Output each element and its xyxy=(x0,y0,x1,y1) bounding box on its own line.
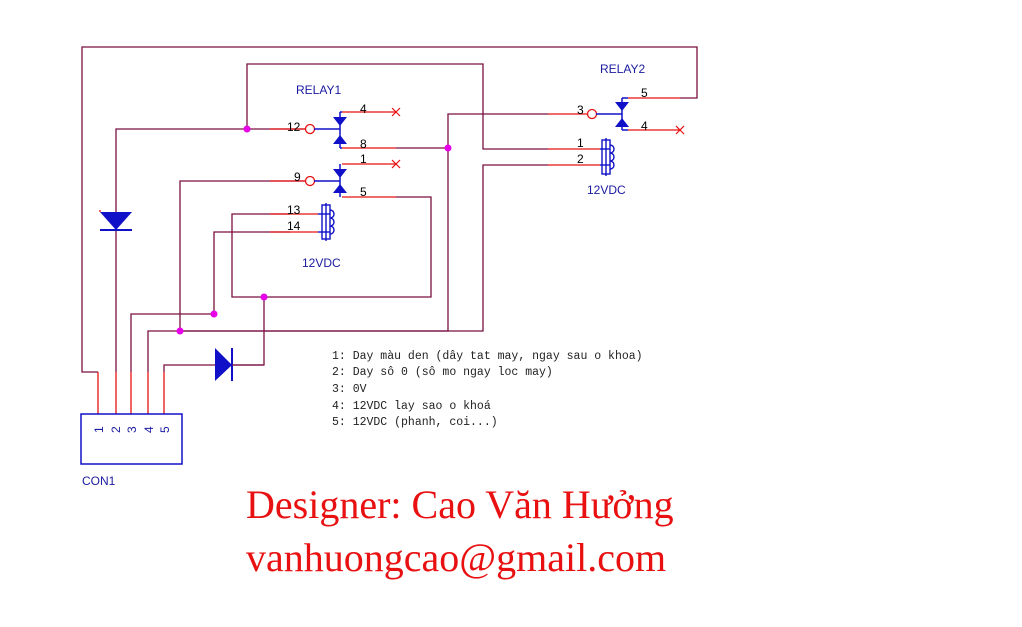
relay1-pin-label: 9 xyxy=(294,170,301,184)
designer-credit: Designer: Cao Văn Hưởng xyxy=(246,482,674,527)
relay1-contact-9 xyxy=(304,175,316,187)
wire-relay1-pin8-to-relay2-pin3 xyxy=(396,113,548,149)
relay1-coil-voltage: 12VDC xyxy=(302,256,341,270)
relay1-pin-label: 12 xyxy=(287,120,301,134)
con1-pin-label: 5 xyxy=(158,426,172,433)
con1-body xyxy=(80,413,183,465)
relay2-pin-label: 5 xyxy=(641,86,648,100)
relay1-coil-pin-label: 13 xyxy=(287,203,301,217)
relay1-coil-pin-label: 14 xyxy=(287,219,301,233)
relay1-arrow-down xyxy=(333,117,347,126)
designer-email: vanhuongcao@gmail.com xyxy=(246,535,667,580)
con1-pin-label: 3 xyxy=(125,426,139,433)
con1-pin-label: 2 xyxy=(109,426,123,433)
wire-relay2-coil2 xyxy=(147,164,548,372)
diode-1 xyxy=(100,212,132,231)
wire-con1-pin3 xyxy=(130,231,290,372)
wire-relay2-pin3-to-con1 xyxy=(179,148,449,332)
relay1-pin-label: 1 xyxy=(360,152,367,166)
relay1-arrow-up xyxy=(333,135,347,144)
pin-legend: 1: Day màu den (dây tat may, ngay sau o … xyxy=(332,350,643,429)
legend-line: 5: 12VDC (phanh, coi...) xyxy=(332,416,498,429)
relay1-pin-label: 4 xyxy=(360,102,367,116)
wire-diode2 xyxy=(163,297,265,372)
wires xyxy=(81,46,698,373)
relay2-pin-label: 3 xyxy=(577,103,584,117)
diode-2 xyxy=(215,348,264,381)
no-connect-marks xyxy=(391,107,685,169)
relay2 xyxy=(586,97,629,176)
relay2-name: RELAY2 xyxy=(600,62,645,76)
relay2-contact-3 xyxy=(586,108,598,120)
junction-dot xyxy=(243,125,251,133)
relay2-coil-voltage: 12VDC xyxy=(587,183,626,197)
relay2-coil-pin-label: 2 xyxy=(577,152,584,166)
relay1 xyxy=(304,111,347,241)
wire-relay1-coil13 xyxy=(231,196,432,298)
relay1-coil xyxy=(318,203,335,241)
relay1-contact-12 xyxy=(304,123,316,135)
legend-line: 2: Day sô 0 (sô mo ngay loc may) xyxy=(332,366,553,379)
con1-pin-label: 4 xyxy=(142,426,156,433)
relay2-coil xyxy=(600,138,615,176)
legend-line: 3: 0V xyxy=(332,383,367,396)
wire-con1-pin1-to-relay2-pin5 xyxy=(81,46,698,373)
junction-dot xyxy=(176,327,184,335)
con1-pin-label: 1 xyxy=(92,426,106,433)
junction-dots xyxy=(176,125,452,335)
junction-dot xyxy=(444,144,452,152)
junction-dot xyxy=(210,310,218,318)
legend-line: 1: Day màu den (dây tat may, ngay sau o … xyxy=(332,350,643,363)
relay2-pin-label: 4 xyxy=(641,119,648,133)
legend-line: 4: 12VDC lay sao o khoá xyxy=(332,400,491,413)
relay1-pin-label: 5 xyxy=(360,185,367,199)
pin-stubs xyxy=(97,97,680,414)
relay1-name: RELAY1 xyxy=(296,83,341,97)
con1-name: CON1 xyxy=(82,474,116,488)
junction-dot xyxy=(260,293,268,301)
wire-con1-pin2-to-relay1-pin12 xyxy=(115,128,305,372)
relay1-pin-label: 8 xyxy=(360,137,367,151)
relay2-coil-pin-label: 1 xyxy=(577,136,584,150)
wire-relay1-pin12-to-relay2-coil1 xyxy=(246,63,548,150)
